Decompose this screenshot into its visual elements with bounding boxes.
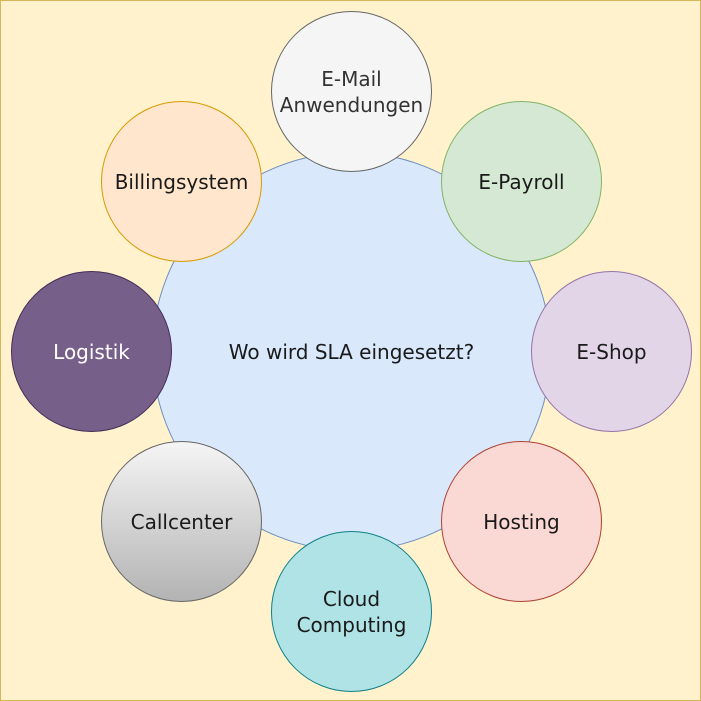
- node-callcenter-label: Callcenter: [130, 509, 233, 534]
- node-logistik-label: Logistik: [53, 339, 130, 364]
- node-e-payroll: E-Payroll: [441, 101, 602, 262]
- node-billingsystem-label: Billingsystem: [114, 169, 249, 194]
- node-e-shop-label: E-Shop: [576, 339, 647, 364]
- node-logistik: Logistik: [11, 271, 172, 432]
- node-cloud-computing: Cloud Computing: [271, 531, 432, 692]
- node-callcenter: Callcenter: [101, 441, 262, 602]
- node-cloud-computing-label: Cloud Computing: [296, 586, 407, 637]
- node-e-shop: E-Shop: [531, 271, 692, 432]
- node-hosting: Hosting: [441, 441, 602, 602]
- node-email-anwendungen: E-Mail Anwendungen: [271, 11, 432, 172]
- center-topic-label: Wo wird SLA eingesetzt?: [228, 339, 475, 364]
- node-email-anwendungen-label: E-Mail Anwendungen: [279, 66, 424, 117]
- node-e-payroll-label: E-Payroll: [478, 169, 565, 194]
- node-hosting-label: Hosting: [483, 509, 560, 534]
- node-billingsystem: Billingsystem: [101, 101, 262, 262]
